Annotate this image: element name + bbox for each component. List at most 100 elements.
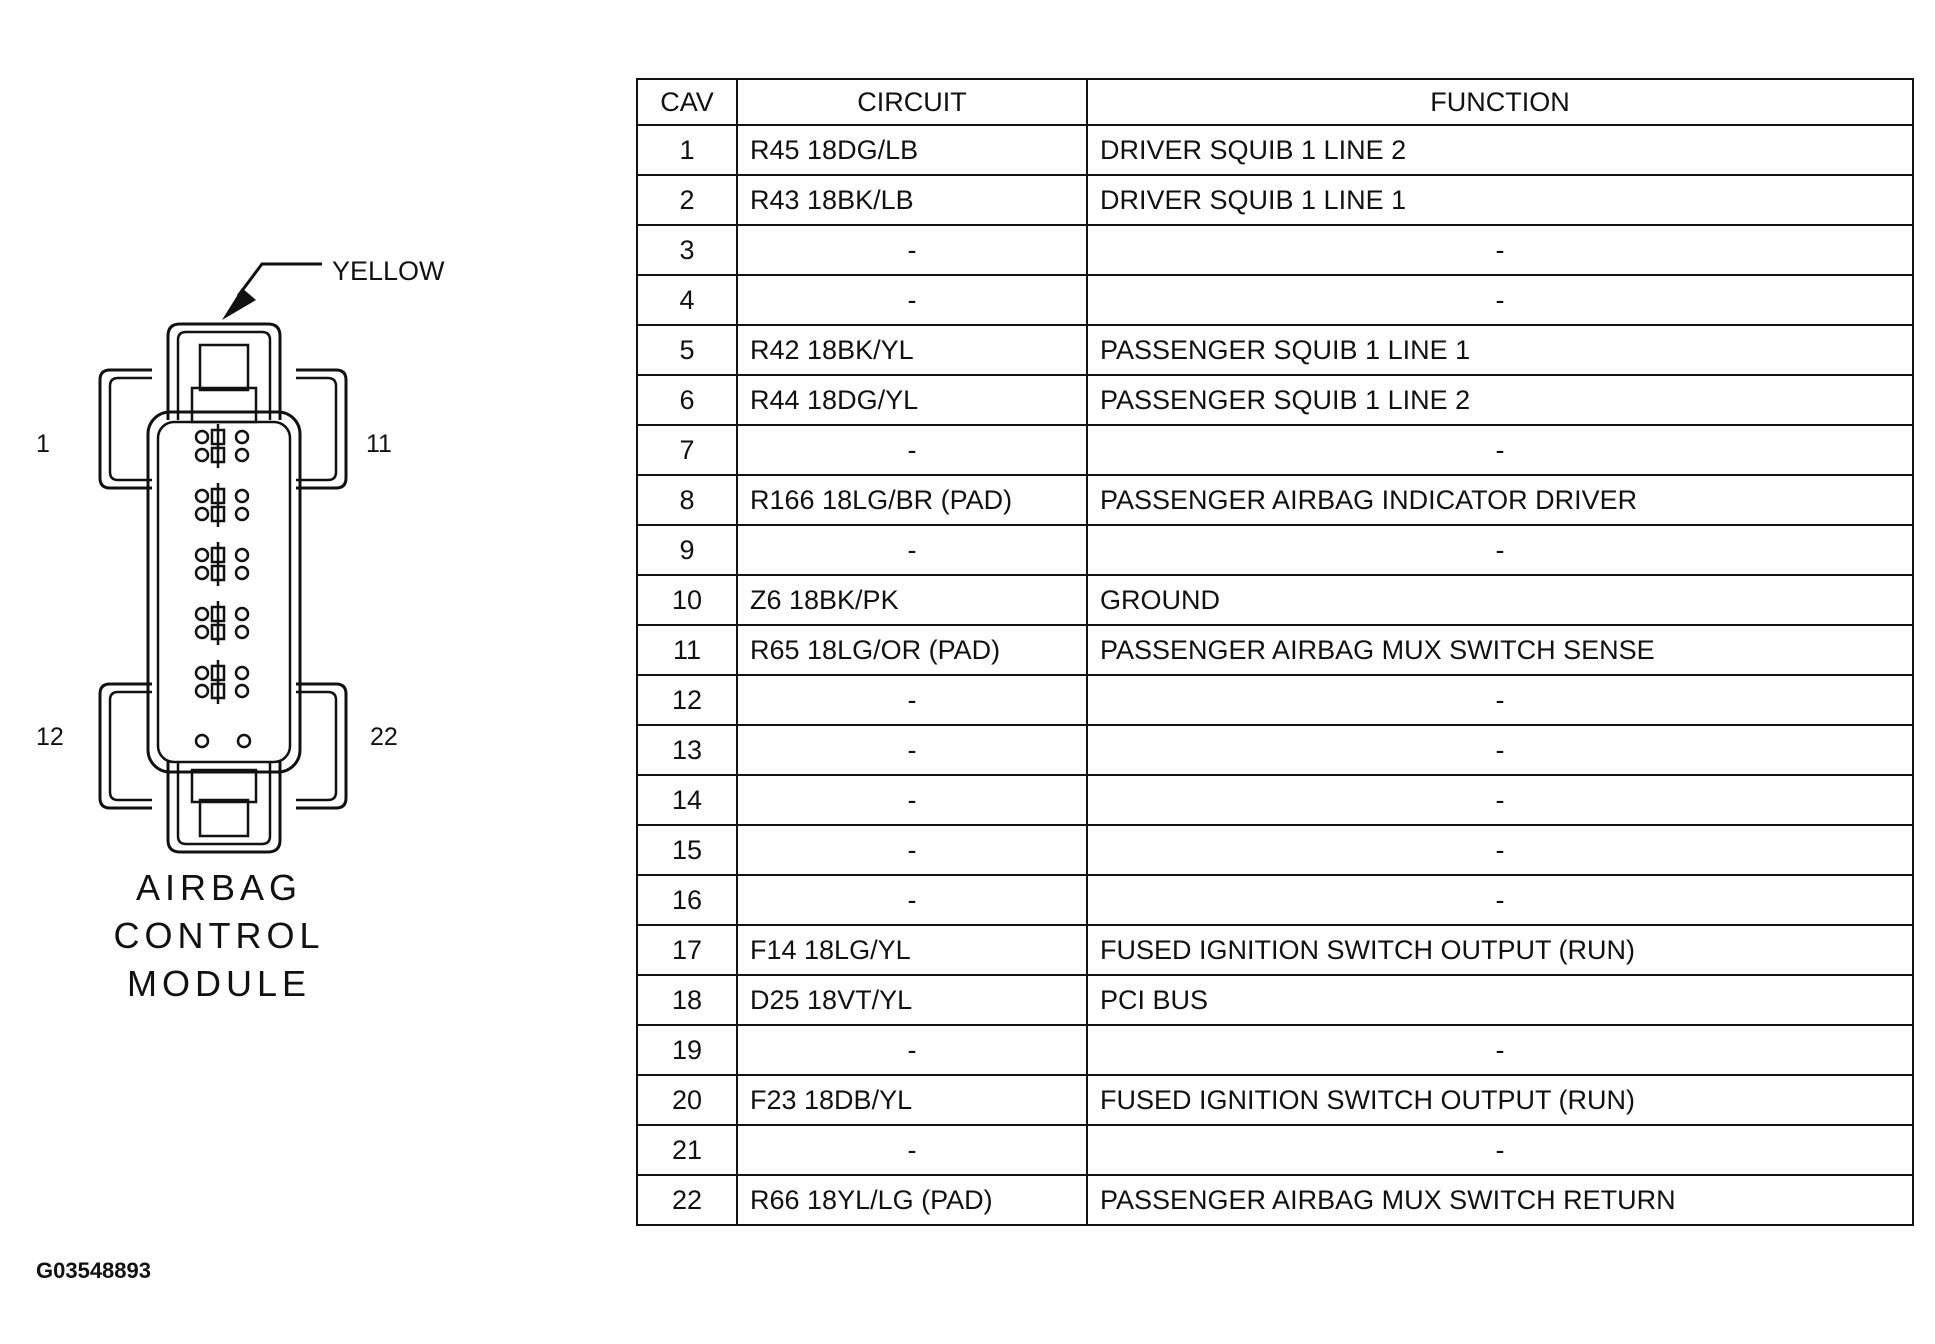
figure-id: G03548893: [36, 1258, 151, 1283]
pin-label-11: 11: [366, 430, 392, 458]
bottom-latch: [166, 762, 282, 854]
cav-cell: 17: [636, 924, 738, 976]
right-lower-wing-inner: [296, 690, 338, 802]
cavity-circle: [234, 565, 250, 581]
cavity-circle: [194, 665, 210, 681]
table-row: 21--: [636, 1124, 1914, 1176]
table-row: 19--: [636, 1024, 1914, 1076]
circuit-cell: F14 18LG/YL: [736, 924, 1088, 976]
cavity-circle: [234, 683, 250, 699]
cav-cell: 5: [636, 324, 738, 376]
circuit-cell: Z6 18BK/PK: [736, 574, 1088, 626]
module-title-line-2: CONTROL: [113, 915, 324, 956]
left-upper-wing: [98, 368, 152, 490]
circuit-cell: R44 18DG/YL: [736, 374, 1088, 426]
cavity-circle: [234, 606, 250, 622]
circuit-cell: -: [736, 224, 1088, 276]
header-function: FUNCTION: [1086, 78, 1914, 126]
cavity-circle: [194, 506, 210, 522]
cav-cell: 10: [636, 574, 738, 626]
cavity-circle: [234, 447, 250, 463]
circuit-cell: -: [736, 824, 1088, 876]
connector-color-label: YELLOW: [332, 256, 445, 286]
callout-arrowhead: [222, 288, 256, 320]
circuit-cell: -: [736, 1024, 1088, 1076]
pin-label-22: 22: [370, 723, 398, 751]
cavity-circle: [234, 429, 250, 445]
circuit-cell: -: [736, 874, 1088, 926]
table-row: 4--: [636, 274, 1914, 326]
cavity-circle: [194, 447, 210, 463]
function-cell: -: [1086, 674, 1914, 726]
cav-cell: 15: [636, 824, 738, 876]
top-latch-tab: [198, 343, 250, 392]
right-upper-wing-inner: [296, 376, 338, 482]
circuit-cell: -: [736, 424, 1088, 476]
left-lower-wing: [98, 682, 152, 810]
cavity-circle: [234, 665, 250, 681]
function-cell: -: [1086, 1124, 1914, 1176]
right-upper-wing: [296, 368, 348, 490]
function-cell: -: [1086, 224, 1914, 276]
function-cell: -: [1086, 874, 1914, 926]
function-cell: DRIVER SQUIB 1 LINE 1: [1086, 174, 1914, 226]
function-cell: DRIVER SQUIB 1 LINE 2: [1086, 124, 1914, 176]
cavity-circle: [194, 733, 210, 749]
function-cell: -: [1086, 824, 1914, 876]
function-cell: PASSENGER SQUIB 1 LINE 1: [1086, 324, 1914, 376]
cavity-circle: [194, 624, 210, 640]
circuit-cell: -: [736, 674, 1088, 726]
table-row: 16--: [636, 874, 1914, 926]
function-cell: PASSENGER AIRBAG INDICATOR DRIVER: [1086, 474, 1914, 526]
bottom-latch-base: [190, 768, 258, 804]
bottom-latch-inner: [176, 762, 272, 846]
cav-cell: 7: [636, 424, 738, 476]
left-upper-wing-inner: [108, 376, 152, 482]
bottom-latch-tab: [198, 798, 250, 838]
cav-cell: 1: [636, 124, 738, 176]
cav-cell: 11: [636, 624, 738, 676]
cavity-circle: [194, 606, 210, 622]
cavity-circle: [236, 733, 252, 749]
right-lower-wing: [296, 682, 348, 810]
cav-cell: 13: [636, 724, 738, 776]
circuit-cell: -: [736, 774, 1088, 826]
connector-body-inner: [156, 420, 292, 764]
cav-cell: 21: [636, 1124, 738, 1176]
function-cell: -: [1086, 1024, 1914, 1076]
pin-label-12: 12: [36, 723, 64, 751]
cavity-circle: [194, 547, 210, 563]
table-header-row: CAV CIRCUIT FUNCTION: [636, 78, 1914, 126]
top-latch-base: [190, 386, 258, 424]
function-cell: -: [1086, 524, 1914, 576]
cavity-circle: [234, 506, 250, 522]
circuit-cell: F23 18DB/YL: [736, 1074, 1088, 1126]
circuit-cell: D25 18VT/YL: [736, 974, 1088, 1026]
circuit-cell: R166 18LG/BR (PAD): [736, 474, 1088, 526]
function-cell: -: [1086, 424, 1914, 476]
cav-cell: 9: [636, 524, 738, 576]
table-row: 9--: [636, 524, 1914, 576]
cavity-circle: [194, 683, 210, 699]
function-cell: PASSENGER AIRBAG MUX SWITCH SENSE: [1086, 624, 1914, 676]
table-row: 15--: [636, 824, 1914, 876]
cav-cell: 18: [636, 974, 738, 1026]
cav-cell: 2: [636, 174, 738, 226]
cav-cell: 22: [636, 1174, 738, 1226]
cavity-circle: [194, 565, 210, 581]
circuit-cell: R65 18LG/OR (PAD): [736, 624, 1088, 676]
callout-leader-line: [236, 262, 322, 297]
cavity-circle: [234, 547, 250, 563]
top-latch-inner: [176, 330, 272, 420]
cav-cell: 6: [636, 374, 738, 426]
function-cell: PASSENGER AIRBAG MUX SWITCH RETURN: [1086, 1174, 1914, 1226]
